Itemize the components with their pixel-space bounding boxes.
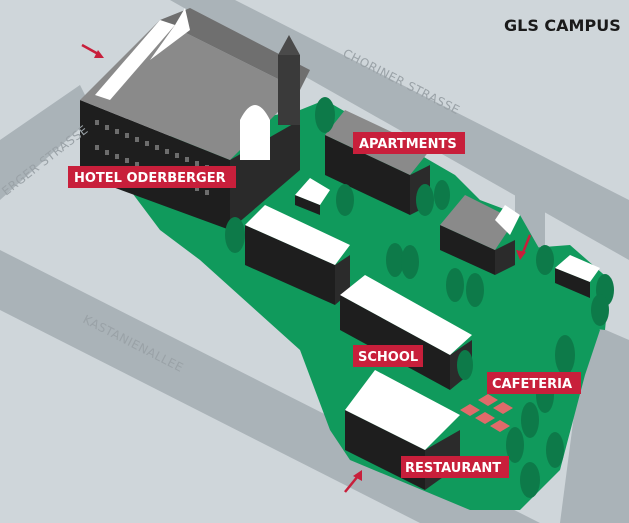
map-title: GLS CAMPUS bbox=[504, 16, 621, 35]
tree-icon bbox=[434, 180, 450, 210]
tree-icon bbox=[520, 462, 540, 498]
parasol-icon bbox=[478, 394, 498, 406]
cafeteria-parasols bbox=[460, 394, 513, 432]
courtyard-house-building bbox=[555, 255, 600, 298]
label-hotel[interactable]: HOTEL ODERBERGER bbox=[68, 166, 236, 188]
label-hotel-text: HOTEL ODERBERGER bbox=[74, 171, 226, 186]
label-apartments[interactable]: APARTMENTS bbox=[353, 132, 465, 154]
label-school[interactable]: SCHOOL bbox=[353, 345, 423, 367]
tree-icon bbox=[591, 294, 609, 326]
parasol-icon bbox=[475, 412, 495, 424]
tree-icon bbox=[457, 350, 473, 380]
small-shed-building bbox=[295, 178, 330, 215]
tree-icon bbox=[401, 245, 419, 279]
parasol-icon bbox=[493, 402, 513, 414]
tree-icon bbox=[446, 268, 464, 302]
right-house-building bbox=[440, 195, 520, 275]
label-cafeteria-text: CAFETERIA bbox=[492, 377, 572, 392]
trees bbox=[225, 97, 614, 498]
tree-icon bbox=[506, 427, 524, 463]
label-apartments-text: APARTMENTS bbox=[359, 137, 457, 152]
entrance-arrow-icon bbox=[344, 470, 362, 493]
tree-icon bbox=[416, 184, 434, 216]
label-cafeteria[interactable]: CAFETERIA bbox=[487, 372, 581, 394]
entrance-arrow-icon bbox=[516, 234, 532, 260]
tree-icon bbox=[536, 245, 554, 275]
parasol-icon bbox=[490, 420, 510, 432]
entrance-arrow-icon bbox=[81, 43, 104, 58]
tree-icon bbox=[521, 402, 539, 438]
parasol-icon bbox=[460, 404, 480, 416]
tree-icon bbox=[466, 273, 484, 307]
oderberger-strasse-road bbox=[0, 85, 95, 200]
tree-icon bbox=[336, 184, 354, 216]
tree-icon bbox=[386, 243, 404, 277]
tree-icon bbox=[555, 335, 575, 375]
hotel-oderberger-building bbox=[80, 8, 310, 230]
entrance-arrows bbox=[81, 43, 532, 493]
tree-icon bbox=[315, 97, 335, 133]
label-school-text: SCHOOL bbox=[358, 350, 418, 365]
tree-icon bbox=[546, 432, 564, 468]
label-restaurant[interactable]: RESTAURANT bbox=[401, 456, 509, 478]
label-restaurant-text: RESTAURANT bbox=[405, 461, 501, 476]
right-vertical-road bbox=[560, 330, 629, 523]
tree-icon bbox=[225, 217, 245, 253]
